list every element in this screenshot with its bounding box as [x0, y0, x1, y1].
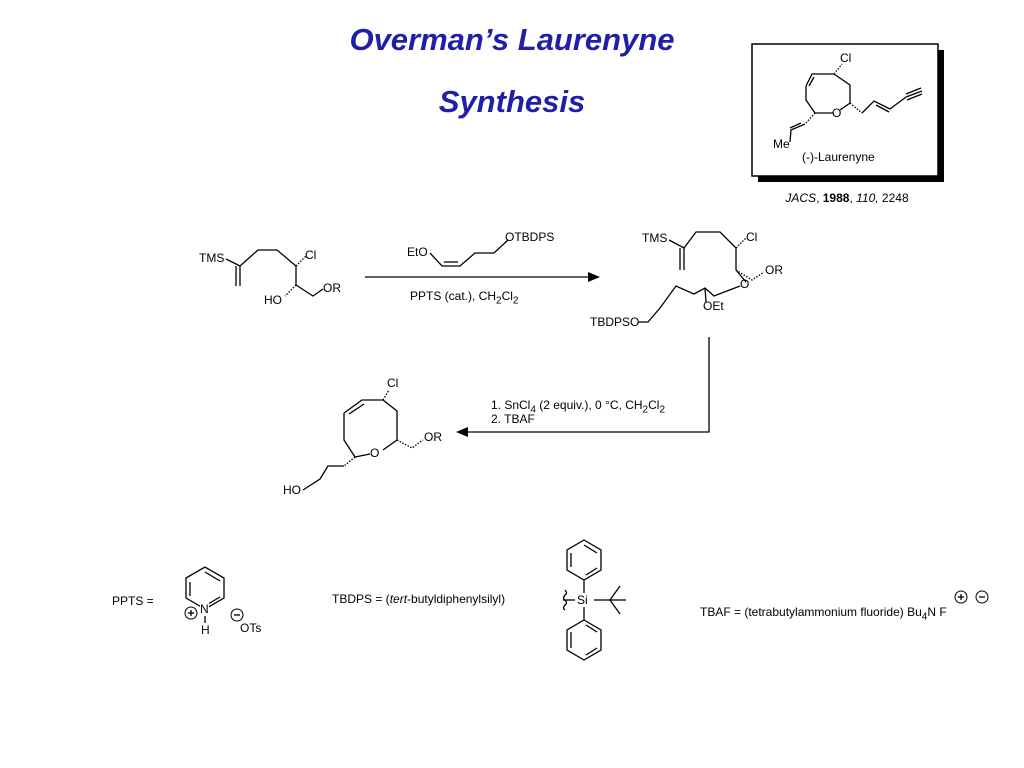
sm-or-label: OR: [323, 281, 341, 295]
int-tbdpso-label: TBDPSO: [590, 315, 640, 329]
laurenyne-cl-label: Cl: [840, 51, 852, 65]
tbaf-text-a: TBAF = (tetrabutylammonium fluoride) Bu: [700, 605, 922, 619]
sm-tms-label: TMS: [199, 251, 225, 265]
int-or-label: OR: [765, 263, 783, 277]
tbdps-structure: [562, 539, 626, 661]
acetal-intermediate: [638, 231, 765, 323]
tbdps-text-b: -butyldiphenylsilyl): [407, 592, 506, 606]
page-subtitle: Synthesis: [438, 84, 586, 119]
ppts-n-label: N: [200, 602, 209, 616]
tbaf-legend: TBAF = (tetrabutylammonium fluoride) Bu4…: [700, 606, 947, 623]
tbaf-text-b: N F: [927, 605, 947, 619]
step1-sub2: 2: [512, 295, 519, 307]
prod-or-label: OR: [424, 430, 442, 444]
prod-ho-label: HO: [283, 483, 301, 497]
tbaf-sub: 4: [921, 611, 928, 623]
tbdps-legend: TBDPS = (tert-butyldiphenylsilyl): [332, 593, 505, 606]
step2-text-c: Cl: [648, 398, 660, 412]
laurenyne-o-label: O: [832, 106, 842, 120]
pyridinium-ring: [184, 566, 244, 623]
reaction-arrow-2: [456, 337, 710, 437]
step1-text-b: Cl: [501, 289, 513, 303]
tbdps-text-italic: tert: [389, 592, 408, 606]
int-o-label: O: [740, 277, 750, 291]
step1-conditions: PPTS (cat.), CH2Cl2: [410, 290, 518, 307]
sm-ho-label: HO: [264, 293, 282, 307]
step2-sub2: 2: [642, 404, 649, 416]
laurenyne-name: (-)-Laurenyne: [802, 150, 875, 164]
laurenyne-box: [751, 43, 944, 182]
laurenyne-structure: [789, 63, 923, 143]
step2-conditions-line2: 2. TBAF: [491, 412, 535, 426]
prod-cl-label: Cl: [387, 376, 399, 390]
ppts-h-label: H: [201, 623, 210, 637]
prod-o-label: O: [370, 446, 380, 460]
step2-conditions-line1: 1. SnCl4 (2 equiv.), 0 °C, CH2Cl2: [491, 399, 665, 416]
starting-material: [225, 249, 324, 297]
step2-sub3: 2: [659, 404, 665, 416]
step2-text-b: (2 equiv.), 0 °C, CH: [535, 398, 643, 412]
sm-cl-label: Cl: [305, 248, 317, 262]
reaction-arrow-1: [365, 272, 600, 282]
step2-text-a: 1. SnCl: [491, 398, 531, 412]
oxocene-product: [302, 389, 424, 491]
tbdps-text-a: TBDPS = (: [332, 592, 390, 606]
citation-volume: 110,: [856, 191, 879, 205]
enol-ether-reagent: [429, 239, 509, 267]
step1-text-a: PPTS (cat.), CH: [410, 289, 497, 303]
ppts-ots-label: OTs: [240, 621, 262, 635]
citation-year: 1988: [822, 191, 850, 205]
citation-journal: JACS: [785, 191, 817, 205]
int-cl-label: Cl: [746, 230, 758, 244]
step1-sub1: 2: [496, 295, 502, 307]
reagent-eto-label: EtO: [407, 245, 428, 259]
page-title: Overman’s Laurenyne: [349, 22, 675, 57]
laurenyne-me-label: Me: [773, 137, 790, 151]
citation-page: 2248: [881, 191, 909, 205]
step2-sub1: 4: [530, 404, 536, 416]
ppts-legend-label: PPTS =: [112, 594, 154, 608]
tbdps-si-label: Si: [577, 593, 588, 607]
tbaf-charges: [954, 590, 989, 604]
citation: JACS, 1988, 110, 2248: [785, 191, 909, 205]
reagent-otbdps-label: OTBDPS: [505, 230, 555, 244]
int-oet-label: OEt: [703, 299, 724, 313]
int-tms-label: TMS: [642, 231, 668, 245]
